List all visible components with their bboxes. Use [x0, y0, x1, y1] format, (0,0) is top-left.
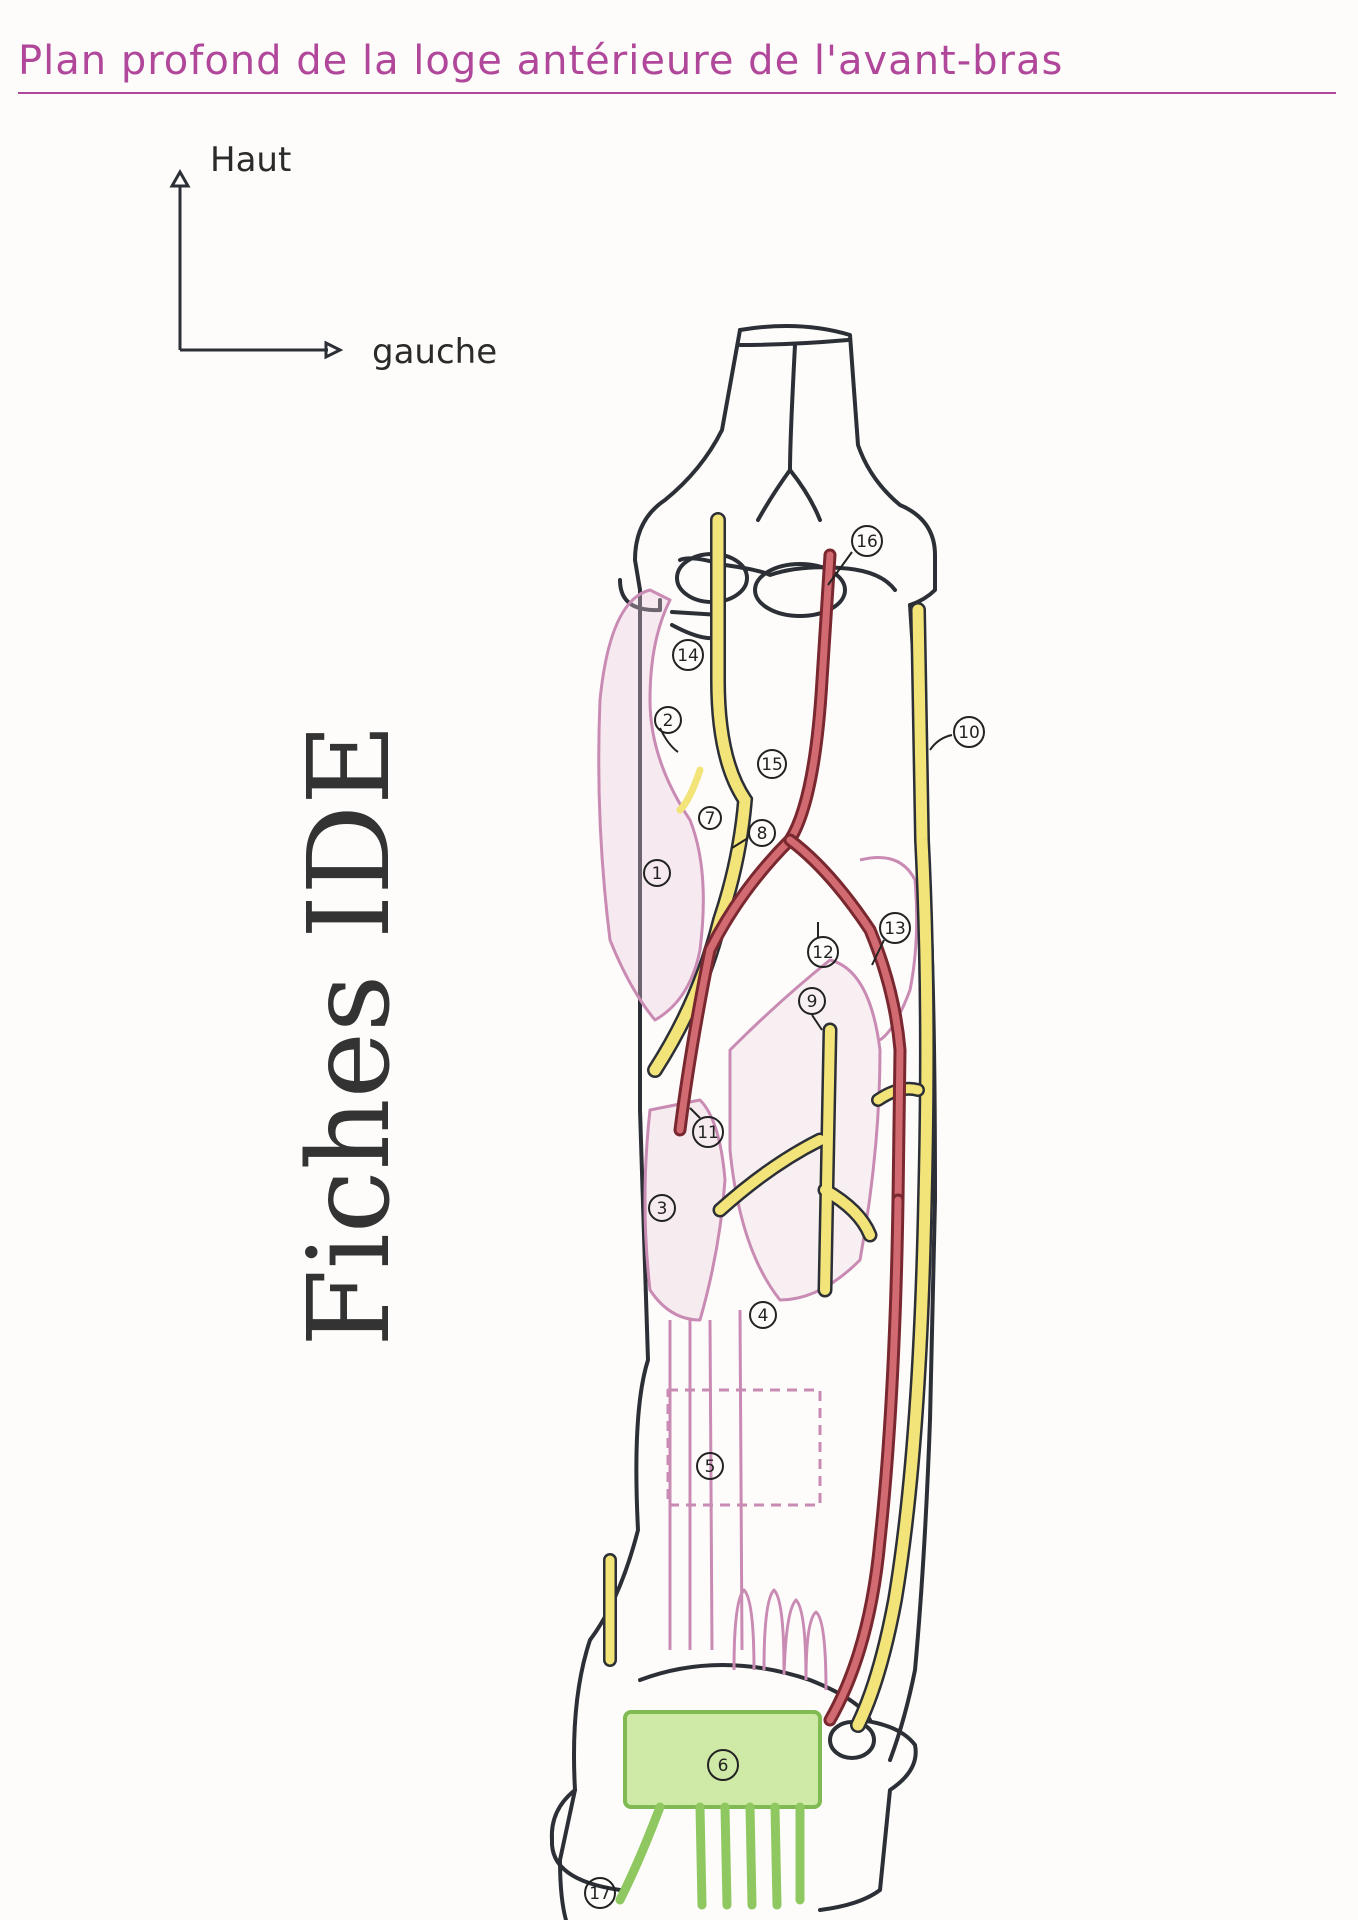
label-2: 2 [655, 707, 681, 733]
humerus-shaft [740, 326, 935, 605]
label-8: 8 [749, 820, 775, 846]
svg-text:5: 5 [705, 1457, 716, 1477]
up-arrow-head [172, 172, 188, 186]
svg-text:10: 10 [958, 723, 980, 743]
svg-text:11: 11 [697, 1123, 719, 1143]
finger-tendons [734, 1590, 826, 1690]
flexor-retinaculum-group [620, 1712, 820, 1905]
left-arrow-head [326, 343, 340, 357]
svg-text:13: 13 [884, 919, 906, 939]
svg-text:14: 14 [677, 646, 699, 666]
humerus-trochlea [740, 340, 848, 520]
label-13: 13 [880, 913, 910, 943]
svg-text:9: 9 [807, 992, 818, 1012]
label-10: 10 [954, 717, 984, 747]
svg-text:1: 1 [652, 864, 663, 884]
muscles [599, 590, 917, 1690]
label-16: 16 [852, 526, 882, 556]
orientation-axes [172, 172, 340, 357]
label-7: 7 [699, 807, 721, 829]
svg-text:3: 3 [657, 1199, 668, 1219]
nerve-7-interosseous [680, 770, 700, 810]
label-17: 17 [585, 1878, 615, 1908]
label-5: 5 [697, 1453, 723, 1479]
svg-text:2: 2 [663, 711, 674, 731]
svg-text:6: 6 [718, 1756, 729, 1776]
svg-text:8: 8 [757, 824, 768, 844]
svg-text:12: 12 [812, 943, 834, 963]
label-14: 14 [673, 640, 703, 670]
svg-text:15: 15 [761, 755, 783, 775]
label-4: 4 [750, 1302, 776, 1328]
label-12: 12 [808, 937, 838, 967]
svg-text:16: 16 [856, 532, 878, 552]
svg-text:17: 17 [589, 1884, 611, 1904]
arrow-10 [930, 735, 952, 750]
svg-text:7: 7 [705, 809, 716, 829]
green-tendons [620, 1807, 800, 1905]
tendons-pink [670, 1310, 742, 1650]
svg-text:4: 4 [758, 1306, 769, 1326]
label-15: 15 [758, 750, 786, 778]
